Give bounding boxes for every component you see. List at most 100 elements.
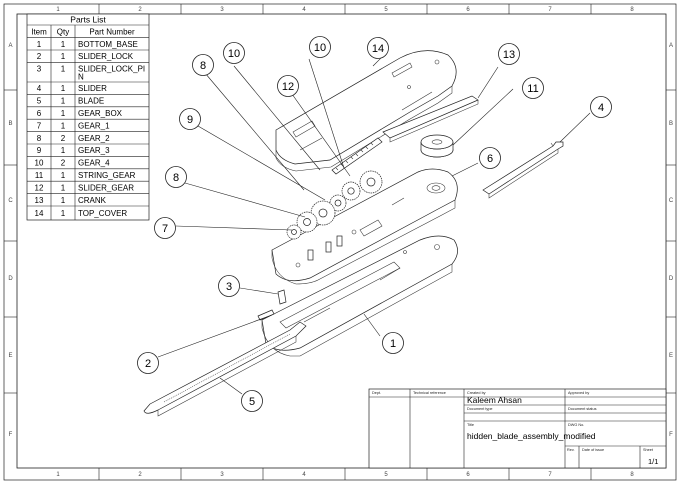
balloon-item-6: 6 <box>479 147 501 169</box>
zone-row-label: D <box>8 276 13 282</box>
svg-text:11: 11 <box>527 83 538 95</box>
rev-label: Rev. <box>567 448 575 452</box>
zone-row-label: F <box>669 432 673 438</box>
zone-col-label: 7 <box>548 7 552 13</box>
slider-lock-part <box>257 309 275 321</box>
exploded-assembly-view: 1 2 3 4 5 6 7 8 <box>137 36 612 417</box>
blade-part <box>143 321 307 417</box>
top-cover-part <box>275 50 457 172</box>
sheet-number: 1/1 <box>648 457 658 466</box>
table-row: 14 1 TOP_COVER <box>35 209 128 218</box>
slider-lock-pin-part <box>277 289 287 305</box>
table-row: 12 1 SLIDER_GEAR <box>35 183 135 192</box>
table-row: 3 1 SLIDER_LOCK_PI N <box>37 65 145 82</box>
parts-list-table: Parts List Item Qty Part Number 1 1 BOTT… <box>26 13 150 221</box>
svg-text:1: 1 <box>61 183 66 192</box>
drawing-title: hidden_blade_assembly_modified <box>467 431 596 441</box>
svg-text:1: 1 <box>390 338 396 350</box>
svg-text:2: 2 <box>61 159 66 168</box>
balloon-item-8: 8 <box>192 54 214 76</box>
sheet-outer-border <box>3 3 677 481</box>
zone-col-label: 5 <box>384 472 388 478</box>
svg-text:1: 1 <box>61 65 66 74</box>
sheet-label: Sheet <box>643 448 654 452</box>
svg-text:2: 2 <box>61 134 66 143</box>
balloon-item-14: 14 <box>367 37 389 59</box>
svg-text:2: 2 <box>145 358 151 370</box>
zone-row-label: E <box>669 353 673 359</box>
zone-col-label: 3 <box>220 7 224 13</box>
svg-text:9: 9 <box>187 114 193 126</box>
zone-rows: A B C D E F A B C D E F <box>4 43 676 438</box>
document-status-label: Document status <box>568 407 597 411</box>
svg-text:1: 1 <box>61 171 66 180</box>
dwg-no-label: DWG No. <box>568 423 584 427</box>
svg-text:10: 10 <box>35 159 44 168</box>
balloon-item-1: 1 <box>382 332 404 354</box>
svg-text:GEAR_3: GEAR_3 <box>78 146 110 155</box>
svg-text:6: 6 <box>487 153 493 165</box>
zone-row-label: C <box>8 198 13 204</box>
zone-row-label: A <box>669 43 673 49</box>
zone-col-label: 4 <box>302 472 306 478</box>
zone-col-label: 2 <box>138 7 142 13</box>
zone-row-label: E <box>8 353 12 359</box>
parts-list-title: Parts List <box>70 15 106 25</box>
zone-col-label: 2 <box>138 472 142 478</box>
approved-by-label: Approved by <box>568 391 589 395</box>
zone-col-label: 8 <box>630 7 634 13</box>
balloon-item-3: 3 <box>218 275 240 297</box>
crank-part <box>382 95 479 143</box>
title-label: Title <box>467 423 474 427</box>
balloon-item-7: 7 <box>154 217 176 239</box>
created-by-label: Created by <box>467 391 486 395</box>
svg-text:6: 6 <box>37 109 42 118</box>
bottom-base-part <box>261 235 458 357</box>
zone-col-label: 6 <box>466 7 470 13</box>
table-row: 9 1 GEAR_3 <box>37 146 110 155</box>
document-type-label: Document type <box>467 407 493 411</box>
zone-row-label: B <box>8 121 12 127</box>
svg-text:2: 2 <box>37 52 42 61</box>
zone-row-label: B <box>669 121 673 127</box>
leader-lines <box>157 52 591 395</box>
svg-text:3: 3 <box>37 65 42 74</box>
balloon-item-9: 9 <box>179 108 201 130</box>
table-row: 7 1 GEAR_1 <box>37 121 110 130</box>
zone-col-label: 4 <box>302 7 306 13</box>
svg-text:SLIDER_GEAR: SLIDER_GEAR <box>78 183 134 192</box>
balloon-item-2: 2 <box>137 352 159 374</box>
zone-row-label: C <box>669 198 674 204</box>
zone-columns: 1 2 3 4 5 6 7 8 1 2 3 4 5 6 7 8 <box>56 4 634 480</box>
parts-list-header: Item <box>31 27 47 36</box>
svg-text:1: 1 <box>61 97 66 106</box>
svg-text:SLIDER_LOCK: SLIDER_LOCK <box>78 52 134 61</box>
table-row: 13 1 CRANK <box>35 196 107 205</box>
svg-text:4: 4 <box>37 84 42 93</box>
zone-row-label: F <box>9 432 13 438</box>
zone-col-label: 3 <box>220 472 224 478</box>
svg-text:5: 5 <box>249 396 255 408</box>
svg-text:BOTTOM_BASE: BOTTOM_BASE <box>78 40 138 49</box>
table-row: 2 1 SLIDER_LOCK <box>37 52 134 61</box>
balloon-item-12: 12 <box>277 75 299 97</box>
svg-text:SLIDER_LOCK_PI: SLIDER_LOCK_PI <box>78 65 145 74</box>
svg-text:TOP_COVER: TOP_COVER <box>78 209 127 218</box>
svg-text:1: 1 <box>61 196 66 205</box>
balloon-item-10: 10 <box>223 42 245 64</box>
zone-col-label: 8 <box>630 472 634 478</box>
parts-list-header: Part Number <box>89 27 135 36</box>
svg-text:13: 13 <box>35 196 44 205</box>
svg-text:8: 8 <box>37 134 42 143</box>
table-row: 8 2 GEAR_2 <box>37 134 110 143</box>
svg-text:BLADE: BLADE <box>78 97 104 106</box>
svg-text:1: 1 <box>61 209 66 218</box>
string-gear-part <box>420 134 454 158</box>
balloon-item-8: 8 <box>165 166 187 188</box>
svg-text:1: 1 <box>61 146 66 155</box>
svg-text:STRING_GEAR: STRING_GEAR <box>78 171 136 180</box>
created-by-name: Kaleem Ahsan <box>467 395 522 405</box>
zone-col-label: 1 <box>56 472 60 478</box>
svg-text:GEAR_BOX: GEAR_BOX <box>78 109 123 118</box>
balloon-item-11: 11 <box>522 77 544 99</box>
